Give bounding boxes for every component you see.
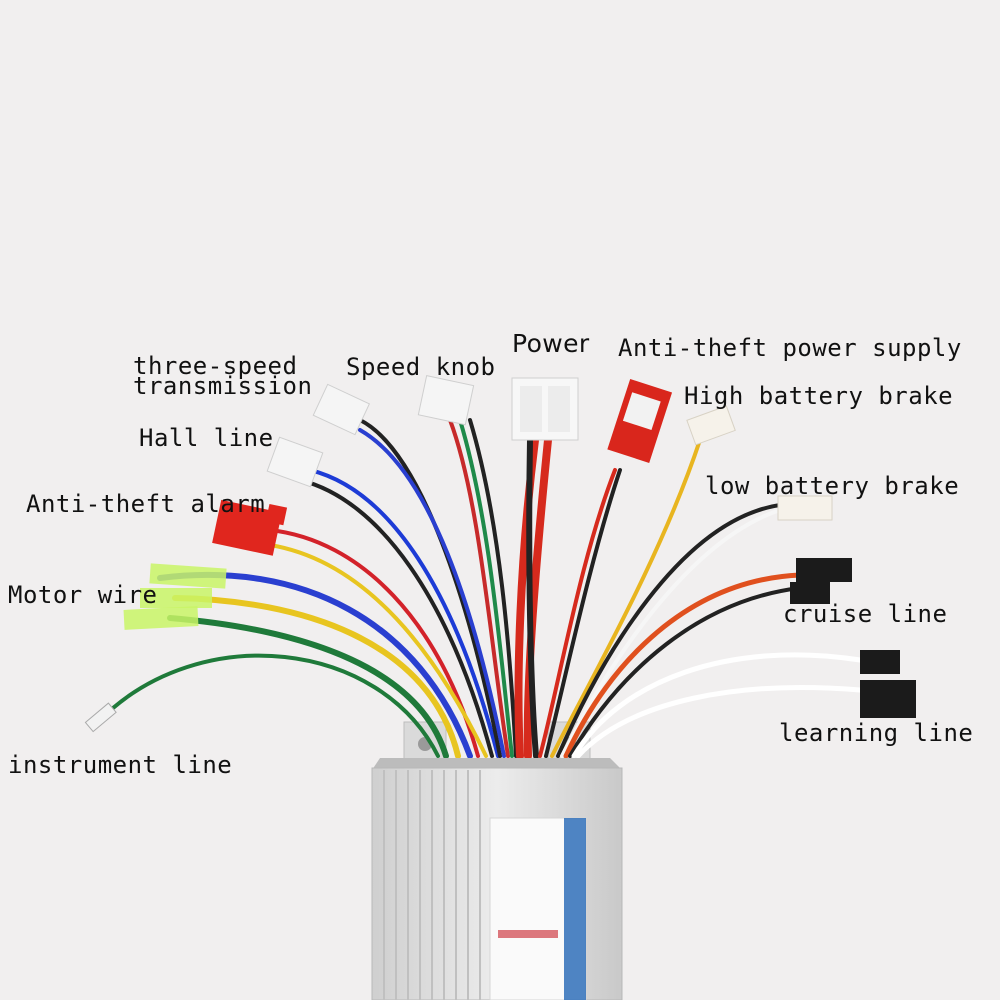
label-low-battery-brake: low battery brake [705,472,960,500]
label-line: three-speed [133,352,298,380]
label-high-battery-brake: High battery brake [684,382,954,410]
hall-line-connector [266,436,324,488]
alarm-connector [212,499,288,556]
speed-knob-connector [417,375,475,426]
label-anti-theft-alarm: Anti-theft alarm [26,490,266,518]
low-brake-connector [777,495,833,521]
cruise-connectors [790,558,852,604]
label-speed-knob: Speed knob [346,353,496,381]
label-cruise-line: cruise line [783,600,948,628]
learning-connectors [860,650,916,718]
label-power: Power [512,329,590,358]
motor-connectors [123,563,227,630]
label-anti-theft-power-supply: Anti-theft power supply [618,334,962,362]
label-hall-line: Hall line [139,424,274,452]
anti-theft-power-connector [607,378,673,463]
controller-box [371,758,623,1000]
label-line: transmission [133,372,313,400]
label-motor-wire: Motor wire [8,581,158,609]
label-instrument-line: instrument line [8,751,233,779]
three-speed-connector [312,383,371,436]
connectors [84,375,916,733]
label-learning-line: learning line [779,719,974,747]
power-connector [511,377,579,441]
instrument-terminal [84,702,117,733]
label-three-speed-transmission: three-speed transmission [133,352,313,400]
high-brake-connector [686,405,736,446]
wire-bundle [98,418,863,760]
